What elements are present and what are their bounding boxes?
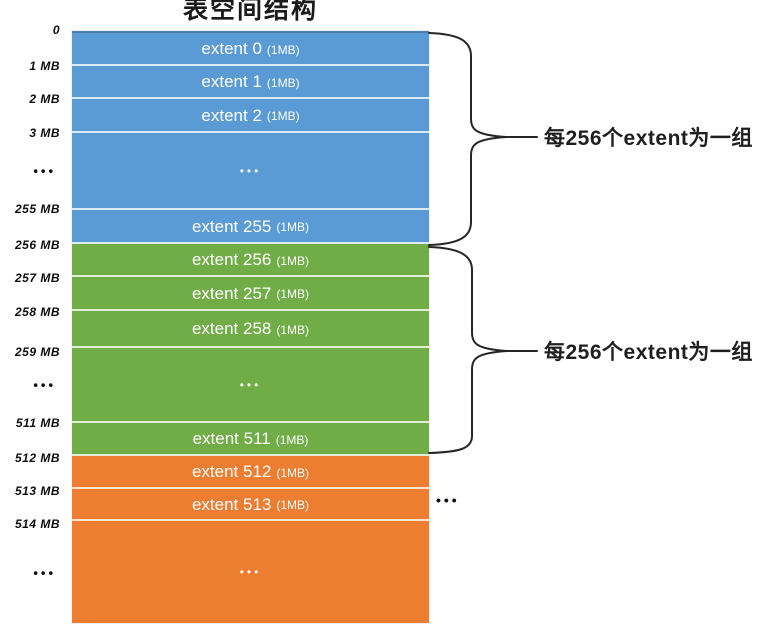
size-axis: 0 1 MB 2 MB 3 MB ••• 255 MB 256 MB 257 MB 258 MB… <box>0 0 66 638</box>
axis-ellipsis-label: ••• <box>33 565 56 581</box>
extent-size-label: (1MB) <box>276 287 310 301</box>
extent-row: extent 258 (1MB) <box>72 311 429 348</box>
axis-size-label: 255 MB <box>14 202 60 216</box>
brace-group-1 <box>428 32 507 246</box>
diagram-title: 表空间结构 <box>182 0 318 24</box>
extent-size-label: (1MB) <box>266 109 300 123</box>
axis-size-label: 1 MB <box>29 59 60 73</box>
extent-row: extent 512 (1MB) <box>72 456 429 489</box>
more-groups-ellipsis: ••• <box>436 492 460 508</box>
extent-size-label: (1MB) <box>276 220 310 234</box>
extent-row: extent 513 (1MB) <box>72 489 429 521</box>
extent-row: extent 0 (1MB) <box>72 31 429 66</box>
extent-label: extent 258 <box>191 319 272 338</box>
extent-size-label: (1MB) <box>276 465 310 480</box>
extent-row: extent 1 (1MB) <box>72 66 429 99</box>
axis-size-label: 3 MB <box>29 126 60 140</box>
extent-label: extent 1 <box>201 72 262 91</box>
ellipsis-label: ••• <box>239 377 262 392</box>
axis-size-label: 0 <box>52 23 60 37</box>
axis-size-label: 511 MB <box>15 416 60 430</box>
extent-size-label: (1MB) <box>275 432 309 447</box>
axis-size-label: 257 MB <box>14 271 60 285</box>
ellipsis-row: ••• <box>72 521 429 623</box>
extent-size-label: (1MB) <box>276 253 310 268</box>
extent-label: extent 0 <box>201 39 262 58</box>
axis-size-label: 258 MB <box>14 305 60 319</box>
extent-size-label: (1MB) <box>276 322 310 337</box>
extent-row: extent 511 (1MB) <box>72 423 429 456</box>
extent-label: extent 511 <box>192 429 271 448</box>
axis-size-label: 259 MB <box>14 345 60 359</box>
ellipsis-label: ••• <box>239 163 262 178</box>
ellipsis-row: ••• <box>72 348 429 423</box>
axis-size-label: 2 MB <box>29 92 60 106</box>
extent-stack: extent 0 (1MB) extent 1 (1MB) extent 2 (1MB) •… <box>72 31 429 623</box>
extent-label: extent 512 <box>191 462 272 481</box>
extent-row: extent 257 (1MB) <box>72 277 429 311</box>
axis-ellipsis-label: ••• <box>33 163 56 179</box>
axis-size-label: 512 MB <box>14 451 60 465</box>
extent-label: extent 256 <box>191 250 272 269</box>
extent-label: extent 513 <box>191 494 272 514</box>
extent-row: extent 255 (1MB) <box>72 210 429 244</box>
extent-row: extent 256 (1MB) <box>72 244 429 277</box>
extent-row: extent 2 (1MB) <box>72 99 429 133</box>
group-1-annotation: 每256个extent为一组 <box>544 127 753 150</box>
extent-label: extent 257 <box>191 283 272 303</box>
axis-size-label: 513 MB <box>14 484 60 498</box>
ellipsis-label: ••• <box>239 565 262 579</box>
axis-size-label: 256 MB <box>14 238 60 252</box>
axis-ellipsis-label: ••• <box>33 377 56 393</box>
extent-size-label: (1MB) <box>266 42 300 57</box>
extent-label: extent 255 <box>191 216 272 236</box>
extent-size-label: (1MB) <box>276 498 310 512</box>
extent-label: extent 2 <box>201 105 262 125</box>
extent-size-label: (1MB) <box>266 75 300 90</box>
ellipsis-row: ••• <box>72 133 429 210</box>
group-2-annotation: 每256个extent为一组 <box>544 341 753 364</box>
axis-size-label: 514 MB <box>14 517 60 531</box>
brace-group-2 <box>428 246 508 454</box>
